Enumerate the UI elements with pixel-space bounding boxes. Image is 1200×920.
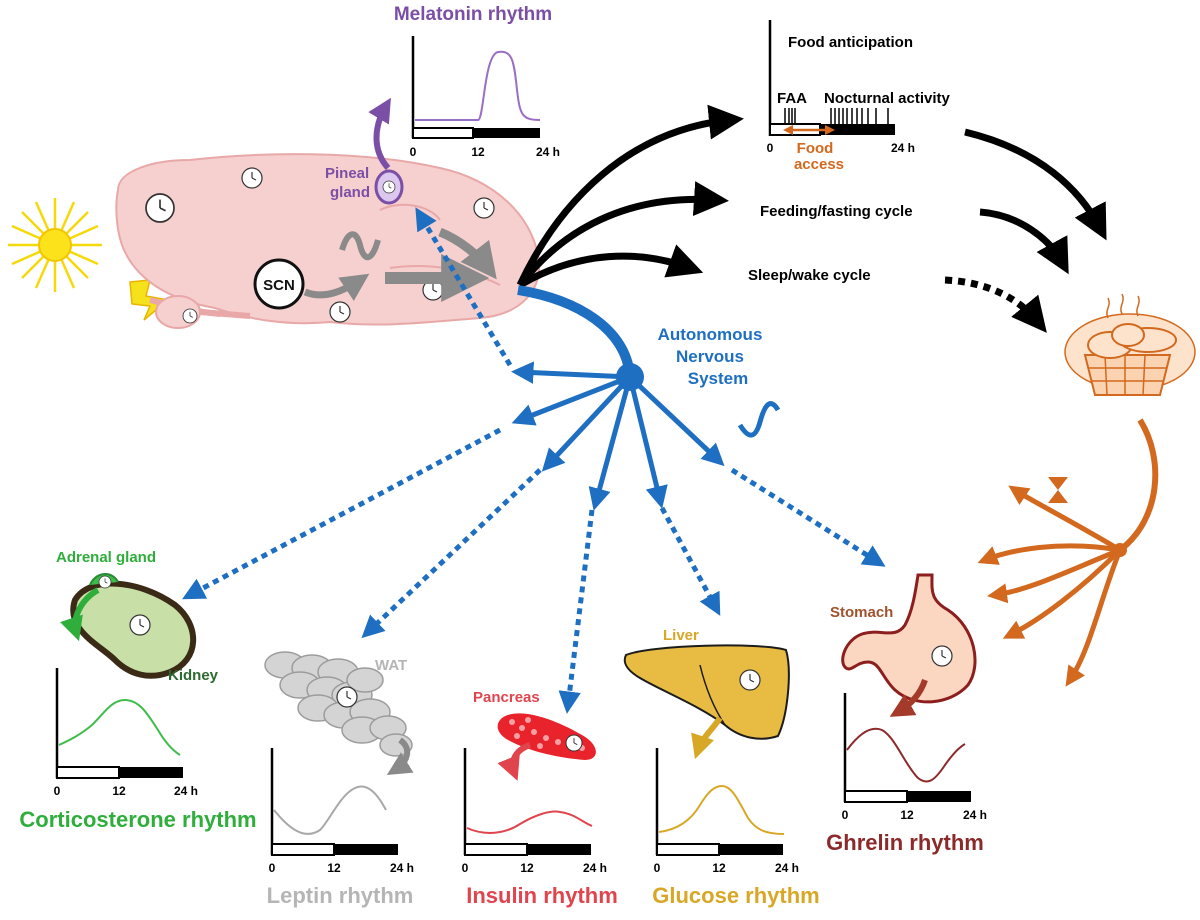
liver-arrow bbox=[691, 716, 723, 760]
leptin-tick-0: 0 bbox=[269, 861, 276, 875]
ans-dashed-arrows bbox=[182, 207, 886, 714]
melatonin-chart: Melatonin rhythm 0 12 24 h bbox=[394, 4, 560, 159]
food-access-label-1: Food bbox=[797, 140, 834, 157]
insulin-title: Insulin rhythm bbox=[466, 883, 618, 908]
leptin-chart: 0 12 24 h Leptin rhythm bbox=[267, 748, 414, 908]
faa-tick-24: 24 h bbox=[891, 141, 915, 155]
pineal-label-1: Pineal bbox=[325, 165, 369, 182]
food-cycle-arrows bbox=[944, 128, 1107, 333]
cort-tick-24: 24 h bbox=[174, 784, 198, 798]
insulin-tick-0: 0 bbox=[462, 861, 469, 875]
wat-label: WAT bbox=[375, 657, 407, 674]
ghrelin-tick-12: 12 bbox=[900, 808, 914, 822]
insulin-tick-24: 24 h bbox=[583, 861, 607, 875]
cort-tick-12: 12 bbox=[112, 784, 126, 798]
liver-label: Liver bbox=[663, 627, 699, 644]
pineal-gland bbox=[374, 169, 404, 205]
stomach-arrow bbox=[889, 678, 928, 717]
leptin-title: Leptin rhythm bbox=[267, 883, 414, 908]
faa-tick-0: 0 bbox=[767, 141, 774, 155]
adrenal-arrow bbox=[60, 587, 100, 642]
food-anticipation-title: Food anticipation bbox=[788, 34, 913, 51]
ans-label-1: Autonomous bbox=[658, 325, 763, 344]
feeding-fasting-label: Feeding/fasting cycle bbox=[760, 203, 913, 220]
hourglass-icon bbox=[1048, 477, 1068, 503]
melatonin-tick-12: 12 bbox=[471, 145, 485, 159]
pineal-label-2: gland bbox=[330, 184, 370, 201]
melatonin-title: Melatonin rhythm bbox=[394, 4, 552, 25]
adrenal-label: Adrenal gland bbox=[56, 549, 156, 566]
corticosterone-chart: 0 12 24 h Corticosterone rhythm bbox=[19, 668, 257, 832]
stomach-icon bbox=[841, 573, 977, 704]
behavior-arrows bbox=[516, 104, 744, 289]
faa-label: FAA bbox=[777, 90, 807, 107]
corticosterone-title: Corticosterone rhythm bbox=[19, 807, 256, 832]
pancreas-icon bbox=[497, 713, 596, 760]
insulin-tick-12: 12 bbox=[520, 861, 534, 875]
kidney-label: Kidney bbox=[168, 667, 219, 684]
cort-tick-0: 0 bbox=[54, 784, 61, 798]
ans-main-pathway bbox=[517, 285, 635, 376]
kidney-icon bbox=[70, 573, 197, 679]
food-signal-arrows bbox=[977, 418, 1159, 687]
pineal-arrow bbox=[368, 97, 391, 170]
ans-label-2: Nervous bbox=[676, 347, 744, 366]
scn-out-arrow bbox=[303, 273, 370, 301]
bread-basket-icon bbox=[1064, 293, 1196, 396]
ans-label-3: System bbox=[688, 369, 748, 388]
scn-clock: SCN bbox=[253, 258, 305, 310]
glucose-chart: 0 12 24 h Glucose rhythm bbox=[652, 748, 820, 908]
food-access-label-2: access bbox=[794, 156, 844, 173]
wat-icon bbox=[264, 651, 413, 757]
brain-grey-arrow-2 bbox=[438, 227, 497, 280]
glucose-tick-0: 0 bbox=[654, 861, 661, 875]
melatonin-tick-24: 24 h bbox=[536, 145, 560, 159]
sun-icon bbox=[8, 198, 102, 292]
wat-clock bbox=[336, 686, 358, 708]
sine-wave-icon bbox=[339, 231, 381, 261]
liver-icon bbox=[623, 644, 790, 740]
melatonin-tick-0: 0 bbox=[410, 145, 417, 159]
sleep-wake-label: Sleep/wake cycle bbox=[748, 267, 871, 284]
insulin-chart: 0 12 24 h Insulin rhythm bbox=[462, 748, 618, 908]
wat-arrow bbox=[386, 737, 414, 776]
pancreas-arrow bbox=[497, 742, 532, 781]
pancreas-label: Pancreas bbox=[473, 689, 540, 706]
glucose-tick-12: 12 bbox=[712, 861, 726, 875]
ghrelin-chart: 0 12 24 h Ghrelin rhythm bbox=[826, 693, 987, 855]
ghrelin-tick-24: 24 h bbox=[963, 808, 987, 822]
stomach-label: Stomach bbox=[830, 604, 893, 621]
nocturnal-activity-label: Nocturnal activity bbox=[824, 90, 951, 107]
glucose-title: Glucose rhythm bbox=[652, 883, 819, 908]
leptin-tick-24: 24 h bbox=[390, 861, 414, 875]
ans-wave-icon bbox=[737, 401, 781, 438]
scn-label: SCN bbox=[263, 277, 295, 294]
glucose-tick-24: 24 h bbox=[775, 861, 799, 875]
food-anticipation-chart: Food anticipation FAA Nocturnal activity… bbox=[767, 20, 951, 173]
leptin-tick-12: 12 bbox=[327, 861, 341, 875]
ghrelin-title: Ghrelin rhythm bbox=[826, 830, 984, 855]
ghrelin-tick-0: 0 bbox=[842, 808, 849, 822]
ans-solid-arrows bbox=[511, 361, 725, 511]
